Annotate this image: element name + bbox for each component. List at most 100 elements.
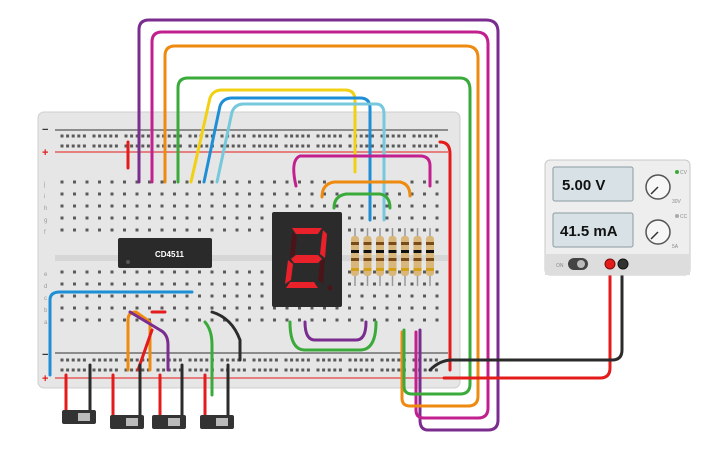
- breadboard-hole[interactable]: [386, 134, 390, 138]
- breadboard-hole[interactable]: [360, 306, 364, 310]
- breadboard-hole[interactable]: [412, 144, 416, 148]
- negative-terminal[interactable]: [617, 258, 629, 270]
- breadboard-hole[interactable]: [333, 368, 337, 372]
- breadboard-hole[interactable]: [273, 204, 276, 208]
- breadboard-hole[interactable]: [188, 358, 192, 362]
- breadboard-hole[interactable]: [348, 134, 352, 138]
- breadboard-hole[interactable]: [135, 192, 139, 196]
- breadboard-hole[interactable]: [185, 192, 189, 196]
- breadboard-hole[interactable]: [141, 144, 145, 148]
- breadboard-hole[interactable]: [373, 216, 376, 220]
- breadboard-hole[interactable]: [397, 368, 401, 372]
- breadboard-hole[interactable]: [160, 180, 164, 184]
- breadboard-hole[interactable]: [423, 228, 426, 232]
- breadboard-hole[interactable]: [185, 282, 189, 286]
- breadboard-hole[interactable]: [252, 358, 256, 362]
- breadboard-hole[interactable]: [316, 134, 320, 138]
- breadboard-hole[interactable]: [60, 216, 64, 220]
- wire-yellow[interactable]: [189, 88, 357, 184]
- breadboard-hole[interactable]: [173, 294, 176, 298]
- breadboard-hole[interactable]: [435, 270, 439, 274]
- breadboard-hole[interactable]: [109, 368, 113, 372]
- breadboard-hole[interactable]: [210, 180, 214, 184]
- breadboard-hole[interactable]: [398, 294, 401, 298]
- resistor[interactable]: [388, 228, 397, 286]
- breadboard-hole[interactable]: [148, 306, 151, 310]
- breadboard-hole[interactable]: [124, 368, 128, 372]
- breadboard-hole[interactable]: [269, 134, 273, 138]
- breadboard-hole[interactable]: [360, 294, 364, 298]
- breadboard-hole[interactable]: [429, 358, 433, 362]
- breadboard-hole[interactable]: [235, 318, 239, 322]
- breadboard-hole[interactable]: [173, 134, 177, 138]
- breadboard-hole[interactable]: [370, 368, 374, 372]
- breadboard-hole[interactable]: [418, 134, 422, 138]
- breadboard-hole[interactable]: [114, 368, 118, 372]
- power-supply[interactable]: 5.00 V 41.5 mA CV CC 30V 5A ON: [544, 159, 691, 276]
- breadboard-hole[interactable]: [98, 282, 101, 286]
- breadboard-hole[interactable]: [235, 228, 239, 232]
- breadboard-hole[interactable]: [85, 204, 89, 208]
- breadboard-hole[interactable]: [114, 358, 118, 362]
- breadboard-hole[interactable]: [423, 204, 426, 208]
- breadboard-hole[interactable]: [418, 144, 422, 148]
- breadboard-hole[interactable]: [123, 228, 126, 232]
- breadboard-hole[interactable]: [348, 358, 352, 362]
- breadboard-hole[interactable]: [335, 318, 339, 322]
- breadboard-hole[interactable]: [301, 368, 305, 372]
- breadboard-hole[interactable]: [398, 270, 401, 274]
- breadboard-hole[interactable]: [173, 358, 177, 362]
- breadboard-hole[interactable]: [71, 134, 75, 138]
- breadboard-hole[interactable]: [237, 144, 241, 148]
- breadboard-hole[interactable]: [338, 144, 342, 148]
- breadboard-hole[interactable]: [316, 368, 320, 372]
- breadboard-hole[interactable]: [373, 204, 376, 208]
- power-switch-knob[interactable]: [577, 260, 585, 268]
- breadboard-hole[interactable]: [338, 134, 342, 138]
- breadboard-hole[interactable]: [109, 144, 113, 148]
- seven-segment-display[interactable]: [272, 212, 342, 307]
- breadboard-hole[interactable]: [290, 134, 294, 138]
- breadboard-hole[interactable]: [198, 306, 201, 310]
- breadboard-hole[interactable]: [135, 180, 139, 184]
- breadboard-hole[interactable]: [348, 282, 351, 286]
- breadboard-hole[interactable]: [260, 228, 264, 232]
- breadboard-hole[interactable]: [410, 270, 414, 274]
- wire-red-psu[interactable]: [442, 268, 612, 380]
- breadboard-hole[interactable]: [135, 270, 139, 274]
- breadboard-hole[interactable]: [323, 192, 326, 196]
- switch-knob[interactable]: [168, 418, 180, 426]
- breadboard-hole[interactable]: [60, 368, 64, 372]
- breadboard-hole[interactable]: [77, 144, 81, 148]
- breadboard-hole[interactable]: [284, 358, 288, 362]
- breadboard-hole[interactable]: [274, 144, 278, 148]
- breadboard-hole[interactable]: [263, 144, 267, 148]
- breadboard-hole[interactable]: [263, 358, 267, 362]
- breadboard-hole[interactable]: [156, 368, 160, 372]
- breadboard-hole[interactable]: [60, 270, 64, 274]
- breadboard-hole[interactable]: [123, 216, 126, 220]
- breadboard-hole[interactable]: [295, 368, 299, 372]
- breadboard-hole[interactable]: [135, 306, 139, 310]
- breadboard-hole[interactable]: [398, 204, 401, 208]
- breadboard-hole[interactable]: [429, 144, 433, 148]
- breadboard-hole[interactable]: [135, 282, 139, 286]
- breadboard-hole[interactable]: [301, 134, 305, 138]
- breadboard-hole[interactable]: [71, 358, 75, 362]
- breadboard-hole[interactable]: [92, 144, 96, 148]
- wire-blue-bottom[interactable]: [48, 290, 194, 377]
- wire-red-switch-2[interactable]: [136, 328, 154, 372]
- breadboard-hole[interactable]: [109, 134, 113, 138]
- breadboard-hole[interactable]: [235, 270, 239, 274]
- breadboard-hole[interactable]: [380, 368, 384, 372]
- breadboard-hole[interactable]: [226, 144, 230, 148]
- breadboard-hole[interactable]: [73, 270, 76, 274]
- breadboard-hole[interactable]: [185, 180, 189, 184]
- breadboard-hole[interactable]: [66, 134, 70, 138]
- breadboard-hole[interactable]: [365, 134, 369, 138]
- breadboard-hole[interactable]: [235, 204, 239, 208]
- breadboard-hole[interactable]: [327, 144, 331, 148]
- breadboard-hole[interactable]: [235, 216, 239, 220]
- breadboard-hole[interactable]: [73, 306, 76, 310]
- breadboard-hole[interactable]: [385, 216, 389, 220]
